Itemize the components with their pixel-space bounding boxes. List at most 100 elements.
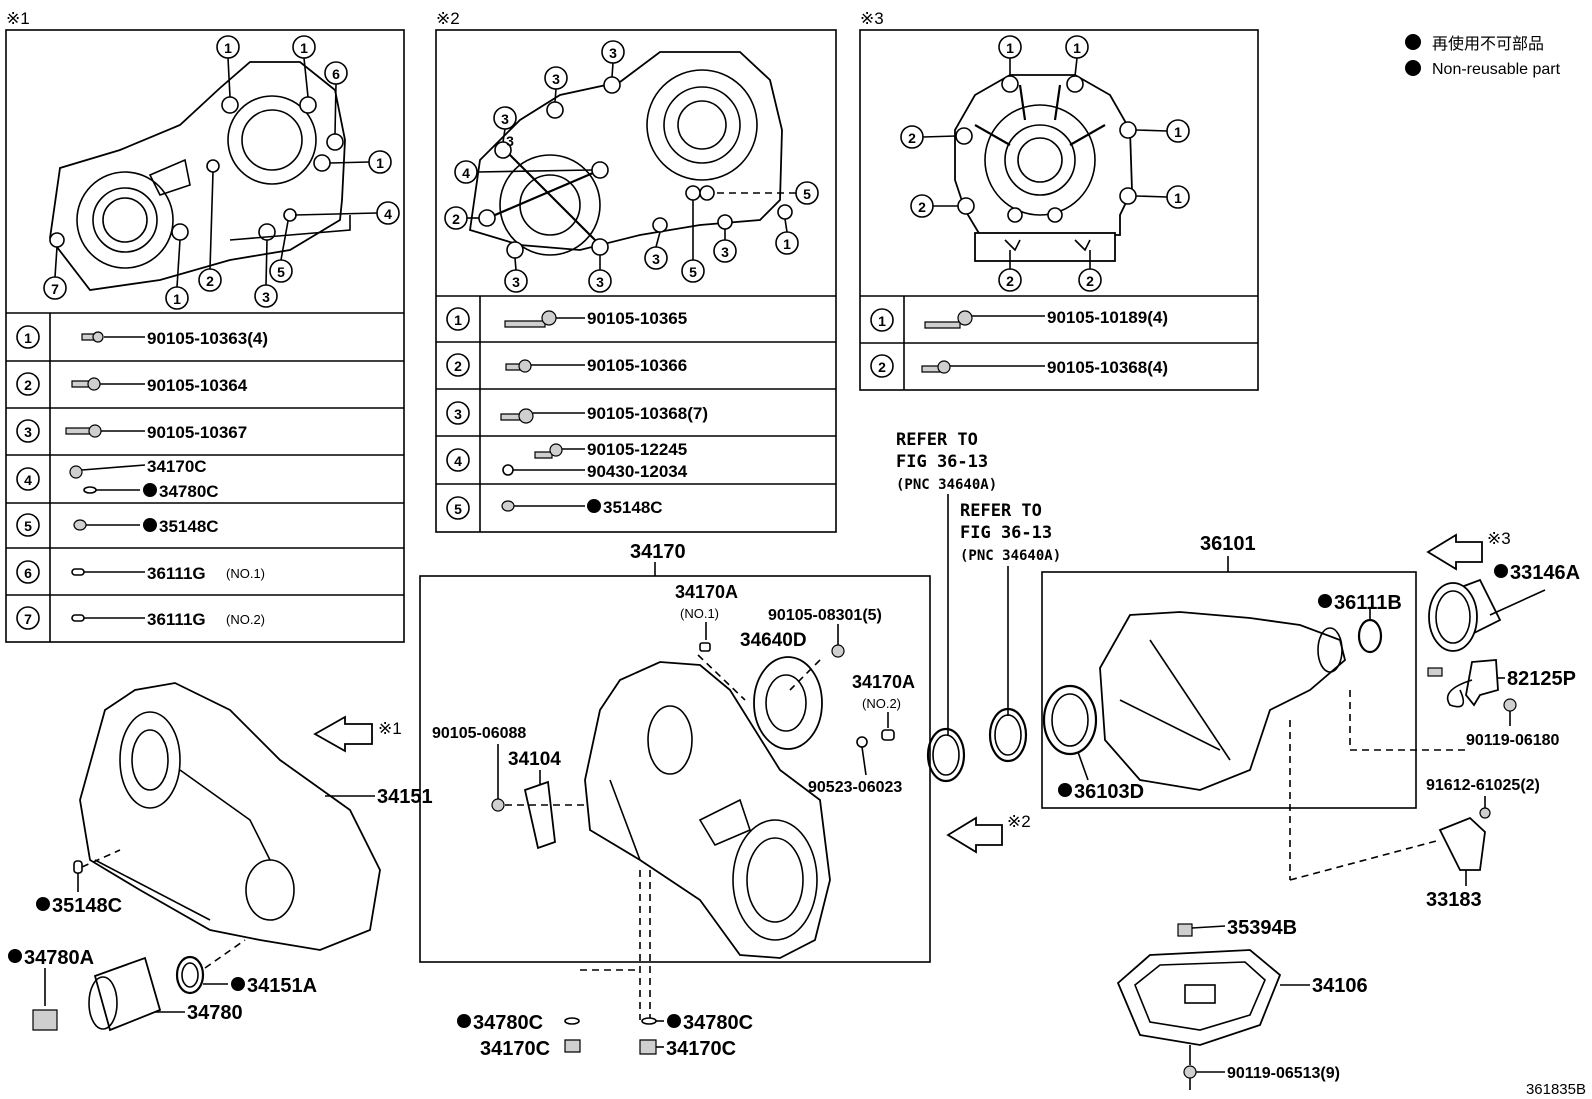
inset-1-callouts: 1 1 6 1 4 2 5 3 1 7 [43, 35, 400, 310]
row-index: 5 [454, 501, 462, 517]
row-index: 2 [24, 377, 32, 393]
callout-number: 1 [1174, 124, 1182, 140]
non-reusable-dot-icon [36, 897, 50, 911]
cover-plate-34640D [753, 656, 823, 750]
part-number: 35148C [159, 517, 219, 536]
refer-note-b: REFER TO FIG 36-13 (PNC 34640A) [960, 501, 1061, 716]
label-33146A: 33146A [1510, 562, 1580, 584]
label-90523-06023: 90523-06023 [808, 779, 902, 796]
callout-number: 1 [376, 155, 384, 171]
inset-1-row: 2 90105-10364 [16, 372, 248, 396]
part-33146A: 33146A [1428, 562, 1580, 652]
inset-2-row: 3 90105-10368(7) [446, 401, 708, 425]
washer-icon [856, 736, 868, 748]
inset-2-row: 1 90105-10365 [446, 307, 687, 331]
row-index: 1 [24, 330, 32, 346]
refer-a-line3: (PNC 34640A) [896, 477, 997, 493]
bracket-34104 [523, 780, 556, 850]
assembly-36101-frame [1041, 571, 1417, 809]
callout-number: 7 [51, 281, 59, 297]
inset-3-row: 1 90105-10189(4) [870, 308, 1168, 332]
non-reusable-dot-icon [8, 949, 22, 963]
row-index: 7 [24, 611, 32, 627]
oil-pan-34106 [1116, 949, 1282, 1046]
non-reusable-dot-icon [143, 483, 157, 497]
bolt-icon [921, 365, 941, 373]
row-index: 3 [24, 424, 32, 440]
legend: 再使用不可部品 Non-reusable part [1405, 34, 1561, 78]
non-reusable-dot-icon [1405, 60, 1421, 76]
assembly-34170: 34170 34170A (NO.1) 90105-08301(5) 34640… [419, 541, 931, 1020]
label-91612-61025: 91612-61025(2) [1426, 777, 1540, 794]
seal-rings [926, 707, 1028, 783]
label-35394B: 35394B [1227, 917, 1297, 939]
legend-line-en: Non-reusable part [1432, 61, 1561, 78]
part-number: 90105-10363(4) [147, 329, 268, 348]
part-number: 35148C [603, 498, 663, 517]
bolt-icon [924, 321, 961, 329]
part-number: 34170C [147, 457, 207, 476]
callout-number: 5 [803, 186, 811, 202]
inset-1-row: 6 36111G (NO.1) [16, 560, 265, 584]
gasket-35394B [1177, 923, 1193, 937]
inset-1-row: 4 34170C 34780C [16, 457, 219, 501]
inset-1-table: 1 90105-10363(4) 2 90105-10364 3 [6, 312, 404, 642]
label-35148C: 35148C [52, 895, 122, 917]
callout-number: 2 [1086, 273, 1094, 289]
plugs-34170C: 34780C 34170C 34780C 34170C [457, 1012, 753, 1060]
callout-number: 4 [384, 206, 392, 222]
transfer-case-34151 [79, 682, 381, 951]
non-reusable-dot-icon [1405, 34, 1421, 50]
assembly-34151: 34151 35148C 34780A 34780 34151A [8, 682, 433, 1032]
refer-note-a: REFER TO FIG 36-13 (PNC 34640A) [896, 430, 997, 735]
callout-number: 6 [332, 66, 340, 82]
extension-housing-36101 [1099, 611, 1347, 791]
row-index: 4 [24, 472, 32, 488]
part-note: (NO.1) [226, 566, 265, 581]
gasket-icon [83, 486, 97, 494]
inset-2-marker: ※2 [436, 9, 460, 28]
seal-36111B [1357, 618, 1383, 654]
non-reusable-dot-icon [1318, 594, 1332, 608]
part-33183: 91612-61025(2) 33183 [1426, 777, 1540, 911]
pin-icon [699, 642, 711, 652]
part-82125P: 82125P 90119-06180 [1427, 659, 1576, 749]
label-no2: (NO.2) [862, 696, 901, 711]
part-number: 90430-12034 [587, 462, 688, 481]
inset-1-marker: ※1 [6, 9, 30, 28]
gasket-icon [564, 1017, 580, 1025]
inset-3-row: 2 90105-10368(4) [870, 354, 1168, 378]
view-arrow-3: ※3 [1426, 529, 1511, 571]
label-34780C-a: 34780C [473, 1012, 543, 1034]
callout-number: 5 [277, 264, 285, 280]
part-number: 36111G [147, 564, 206, 583]
inset-1-row: 5 35148C [16, 513, 219, 537]
label-34151: 34151 [377, 786, 433, 808]
callout-number: 3 [609, 45, 617, 61]
oil-seal-36103D [1042, 684, 1098, 756]
inset-3: ※3 1 1 2 [859, 9, 1259, 391]
label-36101: 36101 [1200, 533, 1256, 555]
label-34170A-1: 34170A [675, 582, 738, 602]
label-33183: 33183 [1426, 889, 1482, 911]
assembly-36101: 36101 36103D 36111B [1041, 533, 1470, 881]
inset-2-housing-drawing [468, 51, 793, 259]
inset-3-marker: ※3 [860, 9, 884, 28]
inset-2-table: 1 90105-10365 2 90105-10366 3 901 [436, 295, 836, 532]
label-34170C-b: 34170C [666, 1038, 736, 1060]
callout-number: 1 [1174, 190, 1182, 206]
plug-icon [69, 465, 83, 479]
inset-3-housing-drawing [954, 74, 1137, 262]
callout-number: 2 [206, 273, 214, 289]
inset-1-frame [5, 29, 405, 643]
plug-icon [639, 1039, 657, 1055]
seal-icon [501, 500, 515, 512]
callout-number: 5 [689, 264, 697, 280]
bolt-icon [504, 320, 546, 328]
part-number: 90105-10367 [147, 423, 247, 442]
inset-2: ※2 3 3 3 [435, 9, 837, 533]
inset-1-row: 7 36111G (NO.2) [16, 606, 265, 630]
washer-icon [502, 464, 514, 476]
callout-number: 2 [1006, 273, 1014, 289]
non-reusable-dot-icon [1494, 564, 1508, 578]
